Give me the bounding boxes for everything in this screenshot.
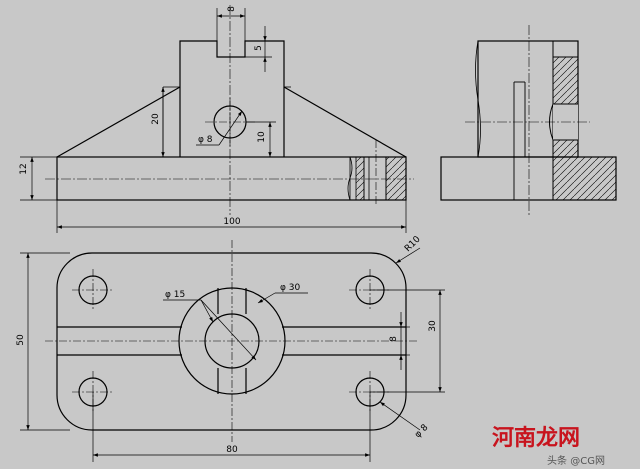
side-section-hatch-base bbox=[552, 156, 617, 201]
watermark-text: 河南龙网 bbox=[492, 426, 580, 451]
watermark: 河南龙网 头条 @CG网 bbox=[492, 426, 605, 467]
dim-boss-outer-dia: φ 30 bbox=[280, 283, 301, 293]
front-view-dimensions bbox=[20, 8, 407, 233]
dim-slot-depth: 5 bbox=[254, 45, 264, 51]
dim-total-width: 50 bbox=[16, 334, 26, 346]
dim-corner-radius: R10 bbox=[403, 234, 423, 254]
front-view-labels: 8 5 20 10 φ 8 12 100 bbox=[19, 6, 267, 227]
side-view bbox=[440, 25, 617, 215]
top-view-labels: R10 φ 15 φ 30 50 30 8 φ 8 80 bbox=[16, 234, 438, 455]
dim-hole-height: 10 bbox=[257, 131, 267, 143]
watermark-source: 头条 @CG网 bbox=[547, 454, 605, 467]
front-right-rib bbox=[283, 86, 407, 158]
dim-rib-gap: 30 bbox=[428, 320, 438, 332]
dim-slot-width: 8 bbox=[227, 6, 237, 12]
front-left-rib bbox=[56, 86, 181, 158]
front-upright-block bbox=[179, 40, 285, 157]
dim-total-length: 100 bbox=[223, 217, 240, 227]
dim-hole-spacing: 80 bbox=[226, 445, 238, 455]
front-view bbox=[45, 5, 414, 215]
dim-rib-height: 20 bbox=[151, 113, 161, 125]
dim-base-height: 12 bbox=[19, 163, 29, 174]
dim-hole-diameter: φ 8 bbox=[198, 135, 213, 145]
front-base-plate bbox=[56, 156, 407, 201]
dim-boss-inner-dia: φ 15 bbox=[165, 290, 185, 300]
top-view-dimensions bbox=[20, 247, 445, 462]
dim-corner-hole-dia: φ 8 bbox=[413, 423, 431, 441]
dim-rib-thickness: 8 bbox=[389, 336, 399, 342]
front-section-hatch bbox=[385, 156, 407, 201]
top-outline bbox=[56, 252, 407, 431]
top-view bbox=[45, 240, 418, 442]
